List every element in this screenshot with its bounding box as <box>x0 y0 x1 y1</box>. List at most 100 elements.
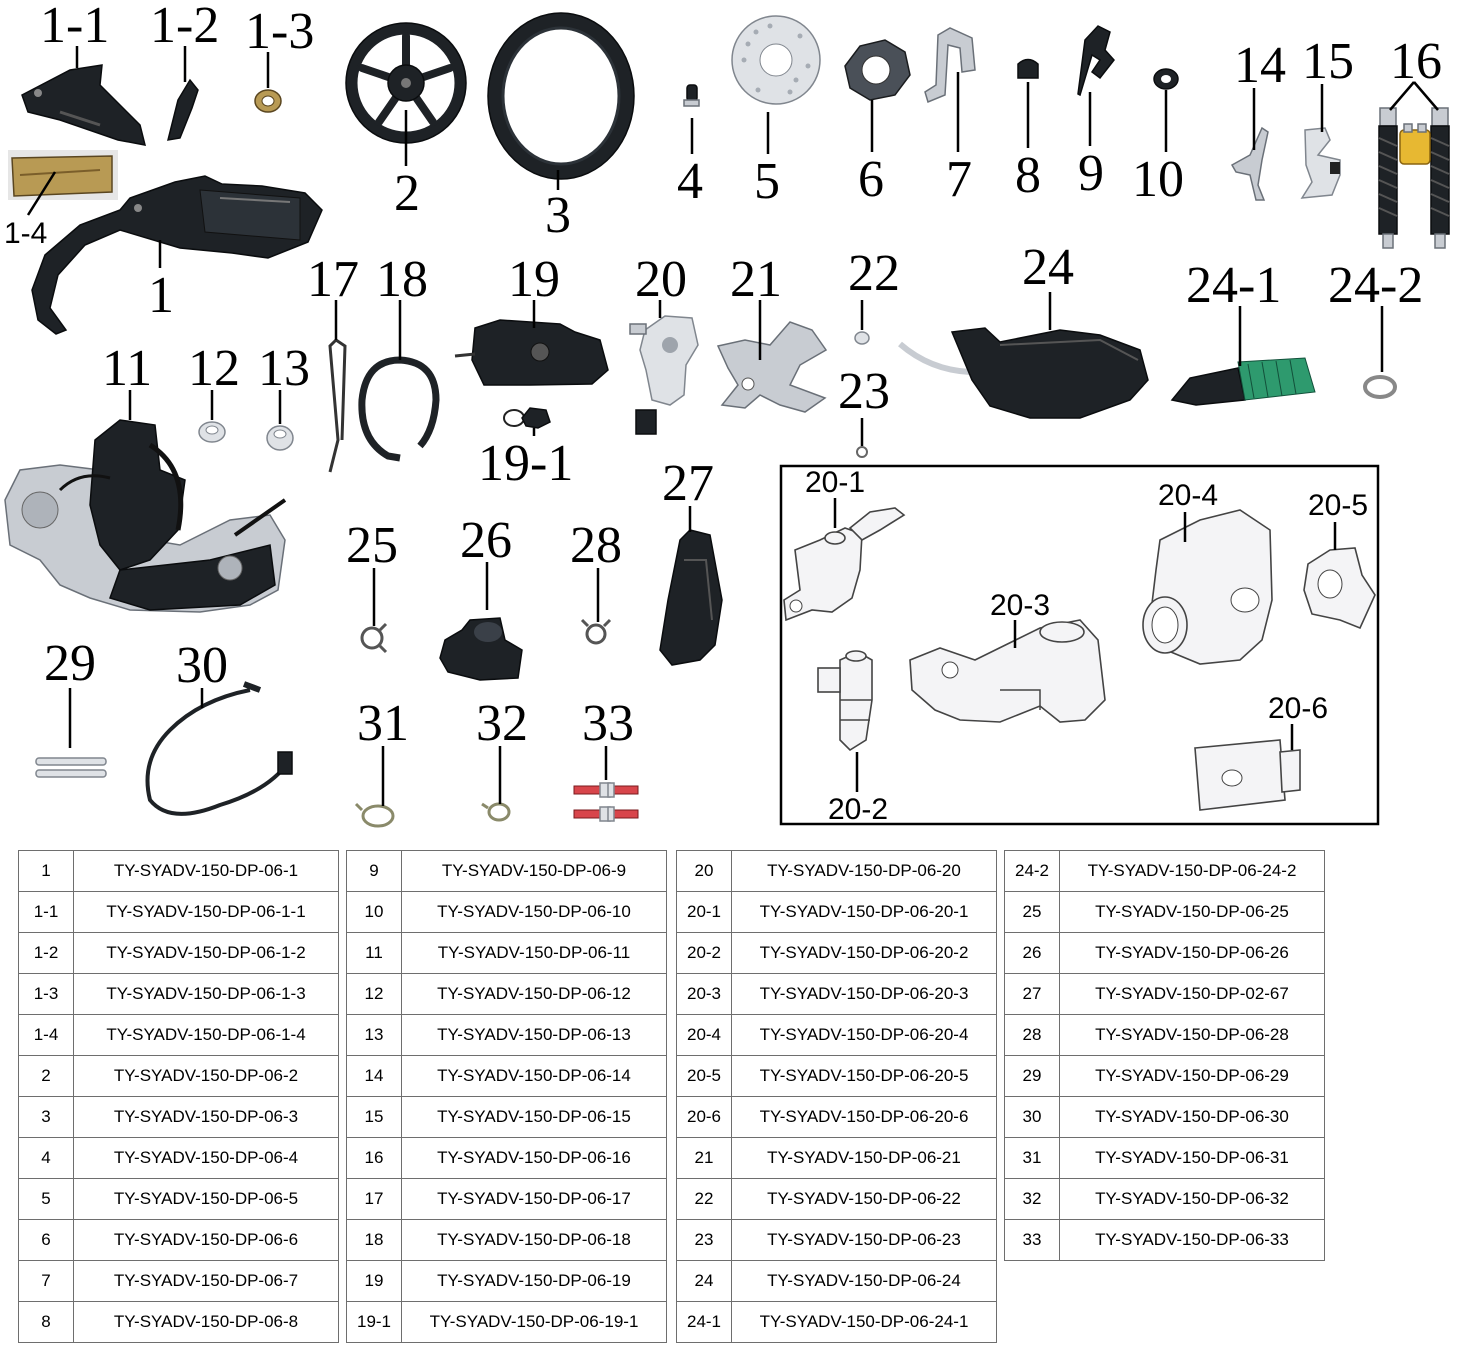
part-number-cell: 20-1 <box>676 891 732 933</box>
part-number-cell: 17 <box>346 1178 402 1220</box>
part-number-cell: 25 <box>1004 891 1060 933</box>
callout-20-4: 20-4 <box>1158 479 1218 512</box>
callout-13: 13 <box>258 340 310 397</box>
part-number-cell: 12 <box>346 973 402 1015</box>
part-number-cell: 1-1 <box>18 891 74 933</box>
part-code-cell: TY-SYADV-150-DP-06-17 <box>401 1178 667 1220</box>
part-number-cell: 1 <box>18 850 74 892</box>
part-17-rod <box>328 338 347 473</box>
callout-1-2: 1-2 <box>150 0 219 54</box>
part-number-cell: 31 <box>1004 1137 1060 1179</box>
part-32-hose-clamp <box>481 802 511 822</box>
part-code-cell: TY-SYADV-150-DP-06-20-1 <box>731 891 997 933</box>
part-number-cell: 4 <box>18 1137 74 1179</box>
part-number-cell: 6 <box>18 1219 74 1261</box>
callout-32: 32 <box>476 695 528 752</box>
callout-20-1: 20-1 <box>805 466 865 499</box>
part-1-4-insulation-pad <box>8 150 118 200</box>
part-number-cell: 24-2 <box>1004 850 1060 892</box>
part-code-cell: TY-SYADV-150-DP-06-30 <box>1059 1096 1325 1138</box>
part-24-1-filter-element <box>1170 357 1316 406</box>
part-10-grommet <box>1153 68 1179 90</box>
callout-1: 1 <box>148 267 174 324</box>
part-code-cell: TY-SYADV-150-DP-06-26 <box>1059 932 1325 974</box>
callout-9: 9 <box>1078 145 1104 202</box>
part-number-cell: 2 <box>18 1055 74 1097</box>
callout-20-3: 20-3 <box>990 589 1050 622</box>
part-number-cell: 7 <box>18 1260 74 1302</box>
part-29-studs <box>35 757 107 778</box>
part-code-cell: TY-SYADV-150-DP-06-8 <box>73 1301 339 1343</box>
part-code-cell: TY-SYADV-150-DP-06-24-2 <box>1059 850 1325 892</box>
part-number-cell: 14 <box>346 1055 402 1097</box>
callout-23: 23 <box>838 363 890 420</box>
part-number-cell: 8 <box>18 1301 74 1343</box>
part-code-cell: TY-SYADV-150-DP-06-1-4 <box>73 1014 339 1056</box>
callout-4: 4 <box>677 153 703 210</box>
part-20-3-intake-manifold <box>909 619 1106 723</box>
part-20-2-injector <box>817 650 873 752</box>
part-number-cell: 1-2 <box>18 932 74 974</box>
part-number-cell: 19-1 <box>346 1301 402 1343</box>
part-26-guard <box>439 617 523 681</box>
part-6-tone-ring <box>844 39 911 101</box>
part-code-cell: TY-SYADV-150-DP-06-2 <box>73 1055 339 1097</box>
part-number-cell: 16 <box>346 1137 402 1179</box>
part-1-1-heat-shield <box>21 64 147 146</box>
part-code-cell: TY-SYADV-150-DP-06-10 <box>401 891 667 933</box>
callout-1-3: 1-3 <box>245 3 314 60</box>
part-number-cell: 9 <box>346 850 402 892</box>
part-16-shock-absorbers <box>1378 107 1450 249</box>
part-20-6-ecu-sensor <box>1194 739 1301 811</box>
part-number-cell: 1-3 <box>18 973 74 1015</box>
part-code-cell: TY-SYADV-150-DP-06-4 <box>73 1137 339 1179</box>
callout-1-1: 1-1 <box>40 0 109 54</box>
callout-33: 33 <box>582 695 634 752</box>
callout-20-2: 20-2 <box>828 793 888 826</box>
part-number-cell: 20-3 <box>676 973 732 1015</box>
callout-2: 2 <box>394 165 420 222</box>
part-33-bolts <box>573 782 639 822</box>
part-number-cell: 32 <box>1004 1178 1060 1220</box>
callout-10: 10 <box>1132 151 1184 208</box>
callout-24-1: 24-1 <box>1186 257 1281 314</box>
callout-29: 29 <box>44 635 96 692</box>
part-code-cell: TY-SYADV-150-DP-06-16 <box>401 1137 667 1179</box>
callout-3: 3 <box>545 187 571 244</box>
part-code-cell: TY-SYADV-150-DP-06-15 <box>401 1096 667 1138</box>
part-number-cell: 13 <box>346 1014 402 1056</box>
part-code-cell: TY-SYADV-150-DP-06-22 <box>731 1178 997 1220</box>
leader-16b <box>1413 81 1439 111</box>
part-14-bracket <box>1230 126 1269 201</box>
part-code-cell: TY-SYADV-150-DP-06-32 <box>1059 1178 1325 1220</box>
part-code-cell: TY-SYADV-150-DP-06-13 <box>401 1014 667 1056</box>
part-11-engine <box>4 419 287 613</box>
leader-16a <box>1389 81 1415 111</box>
part-15-bracket <box>1300 127 1341 199</box>
callout-27: 27 <box>662 455 714 512</box>
part-1-3-gasket <box>254 89 282 113</box>
part-1-2-cover <box>166 78 199 141</box>
part-9-clip <box>1077 25 1115 97</box>
part-19-1-cap <box>503 407 551 429</box>
part-7-bracket <box>924 27 976 104</box>
